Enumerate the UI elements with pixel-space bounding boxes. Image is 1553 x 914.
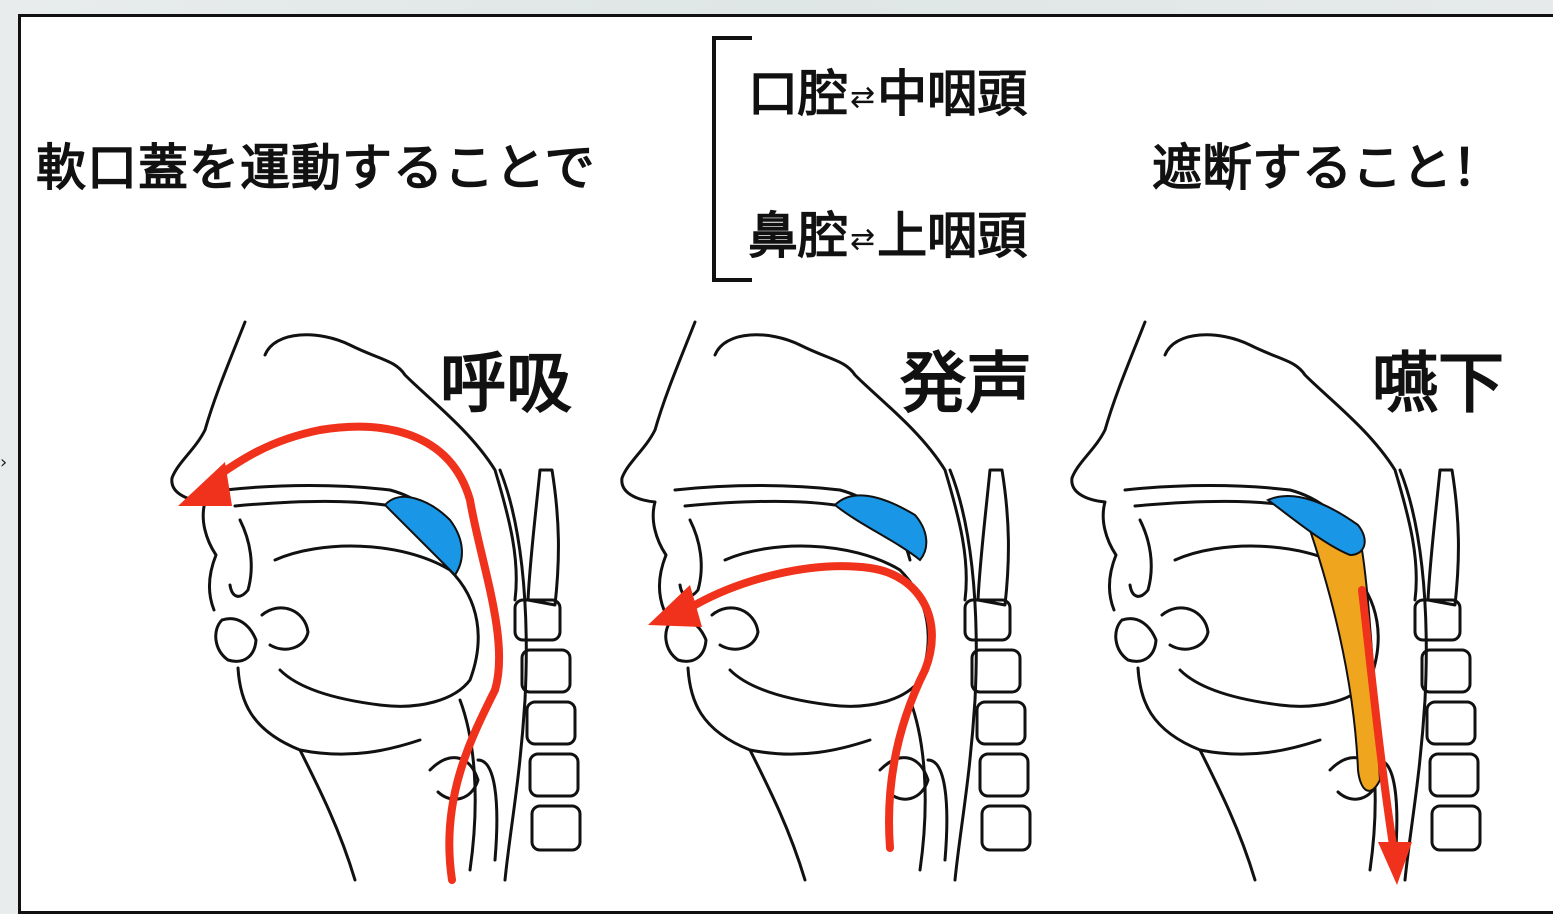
bidirectional-arrow-icon: ⇄ (850, 222, 876, 257)
anatomy-phonation (620, 320, 1032, 882)
left-bracket (712, 36, 752, 282)
diagram-frame (18, 14, 1553, 914)
pair-right-oropharynx: 中咽頭 (877, 65, 1028, 123)
bidirectional-arrow-icon: ⇄ (850, 80, 876, 115)
side-arrow-icon: › (0, 452, 8, 473)
pair-left-nasal-cavity: 鼻腔 (748, 207, 848, 265)
panel-label-swallowing: 嚥下 (1372, 344, 1504, 422)
headline-tail: 遮断すること！ (1152, 139, 1502, 197)
food-arrow-swallowing (1358, 586, 1397, 849)
airflow-arrow-phonation (691, 562, 936, 852)
anatomy-breathing (170, 320, 582, 884)
soft-palate-icon (833, 494, 928, 562)
panel-label-breathing: 呼吸 (440, 344, 572, 422)
soft-palate-icon (1266, 495, 1366, 557)
pair-oral-oropharynx: 口腔⇄中咽頭 (748, 54, 1027, 126)
airflow-arrowhead (178, 462, 232, 506)
anatomy-swallowing (1070, 320, 1482, 885)
pair-left-oral-cavity: 口腔 (748, 65, 848, 123)
food-arrowhead (1378, 842, 1412, 885)
panel-label-phonation: 発声 (900, 344, 1032, 422)
headline-lead: 軟口蓋を運動することで (36, 139, 596, 197)
airflow-arrowhead (648, 585, 702, 627)
soft-palate-icon (383, 495, 463, 577)
airflow-arrow-breathing (208, 422, 504, 884)
pair-right-nasopharynx: 上咽頭 (877, 207, 1028, 265)
pair-nasal-nasopharynx: 鼻腔⇄上咽頭 (748, 196, 1027, 268)
